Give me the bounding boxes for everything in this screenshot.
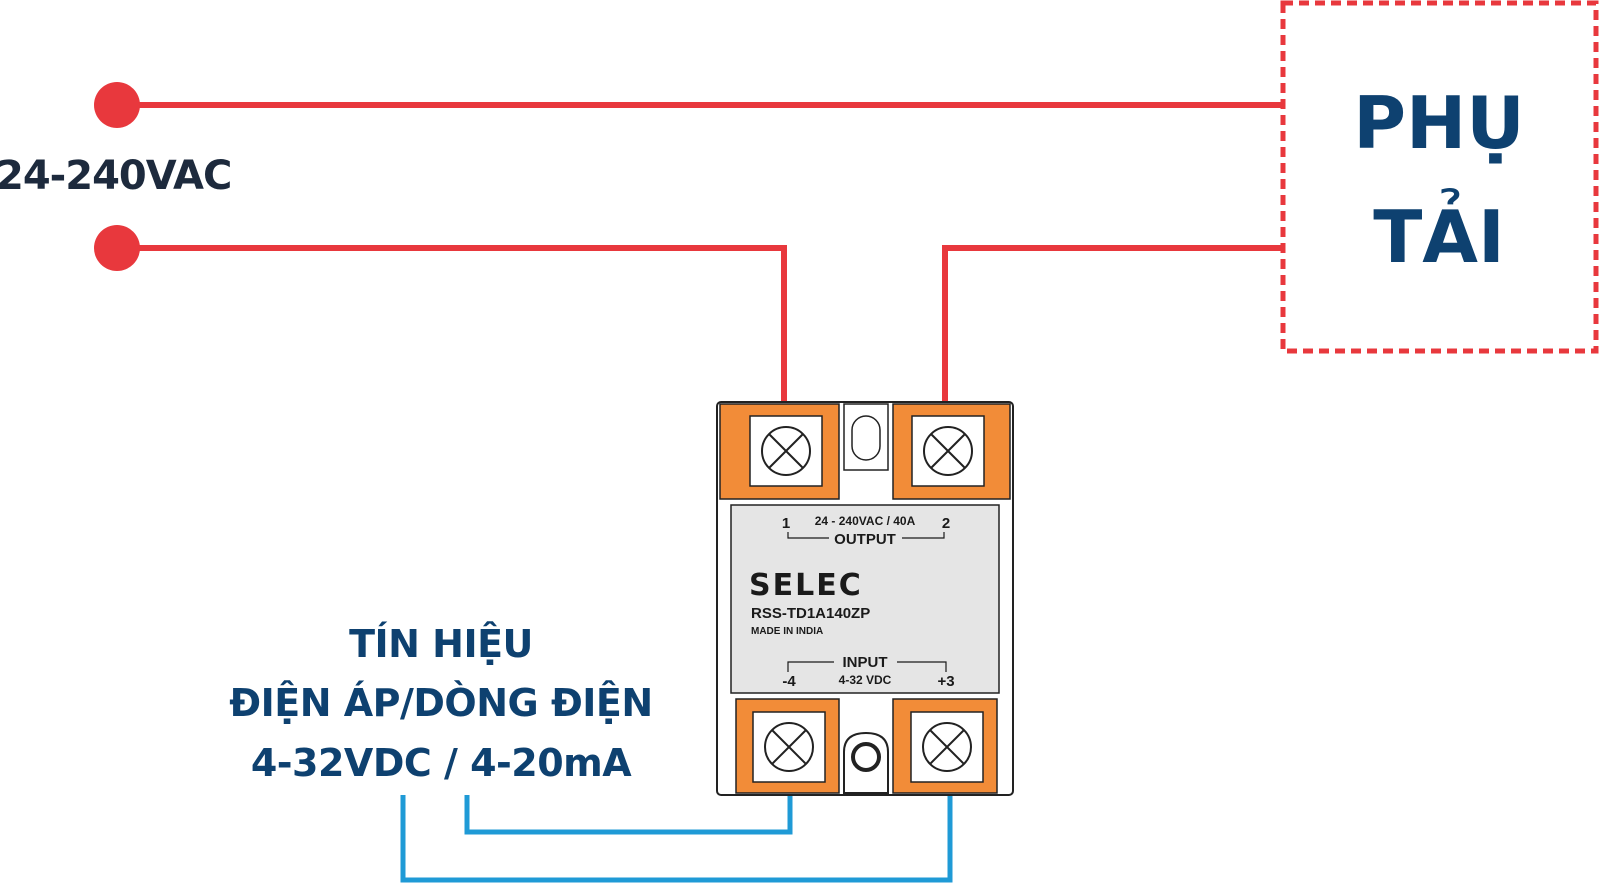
relay-model: RSS-TD1A140ZP	[751, 605, 870, 622]
output-bracket	[787, 532, 945, 539]
supply-terminal-top	[94, 82, 140, 128]
output-terminal-2	[892, 403, 1011, 500]
ac-wires	[117, 102, 1283, 402]
screw-icon	[923, 426, 973, 476]
output-terminal-1-number: 1	[782, 515, 790, 532]
signal-label-line3: 4-32VDC / 4-20mA	[251, 741, 632, 785]
input-label: INPUT	[843, 654, 888, 671]
load-box: PHỤ TẢI	[1280, 0, 1599, 354]
signal-label-line1: TÍN HIỆU	[349, 622, 533, 666]
bottom-mount-ear	[843, 731, 889, 794]
load-box-border	[1280, 0, 1599, 354]
signal-label-line2: ĐIỆN ÁP/DÒNG ĐIỆN	[229, 681, 652, 725]
input-rating: 4-32 VDC	[839, 673, 892, 687]
supply-voltage-label: 24-240VAC	[0, 153, 231, 199]
output-terminal-2-number: 2	[942, 515, 950, 532]
screw-icon	[764, 722, 814, 772]
solid-state-relay: 1 2 24 - 240VAC / 40A OUTPUT SELEC RSS-T…	[716, 401, 1014, 796]
output-label: OUTPUT	[834, 531, 896, 548]
relay-brand: SELEC	[749, 568, 863, 603]
load-return-wire	[942, 245, 1283, 402]
output-rating: 24 - 240VAC / 40A	[815, 514, 916, 528]
input-terminal-3	[892, 698, 998, 794]
screw-icon	[922, 722, 972, 772]
load-label-line1: PHỤ	[1353, 81, 1525, 165]
signal-label: TÍN HIỆU ĐIỆN ÁP/DÒNG ĐIỆN 4-32VDC / 4-2…	[229, 622, 653, 785]
relay-origin: MADE IN INDIA	[751, 626, 823, 637]
dc-wires	[400, 795, 953, 883]
ac-line-bottom	[117, 245, 787, 402]
screw-icon	[761, 426, 811, 476]
dc-wire-positive	[400, 795, 953, 883]
input-bracket	[787, 661, 947, 672]
input-terminal-4	[735, 698, 840, 794]
dc-wire-negative	[464, 795, 793, 835]
input-terminal-4-number: -4	[782, 673, 796, 690]
input-terminal-3-number: +3	[937, 673, 954, 690]
load-label-line2: TẢI	[1373, 189, 1505, 279]
top-mount-slot	[843, 403, 889, 471]
output-terminal-1	[719, 403, 840, 500]
relay-label-plate	[730, 504, 1000, 694]
supply-terminal-bottom	[94, 225, 140, 271]
